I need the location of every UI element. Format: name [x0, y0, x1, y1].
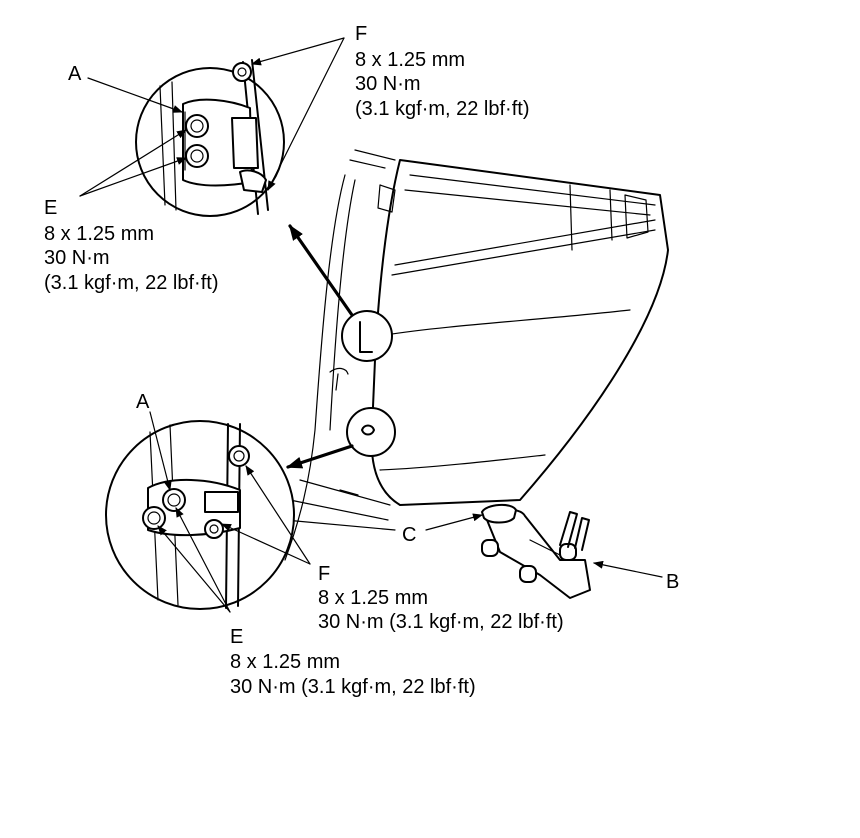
label-f-bottom-torque: 30 N·m (3.1 kgf·m, 22 lbf·ft): [318, 611, 564, 633]
lower-detail-arrow: [286, 444, 354, 469]
lower-hinge-detail: [105, 420, 295, 610]
label-f-top-size: 8 x 1.25 mm: [355, 49, 465, 71]
label-a-bottom: A: [136, 391, 150, 413]
label-f-bottom-size: 8 x 1.25 mm: [318, 587, 428, 609]
lower-hinge-locator: [346, 407, 396, 457]
label-b: B: [666, 571, 679, 593]
label-f-top-letter: F: [355, 23, 367, 45]
leader-lines: [79, 37, 663, 613]
floor-jack: [481, 504, 591, 599]
car-body: [284, 149, 396, 561]
upper-hinge-locator: [341, 310, 393, 362]
label-e-top-letter: E: [44, 197, 57, 219]
label-e-top-torque: 30 N·m: [44, 247, 110, 269]
label-e-top-torque-alt: (3.1 kgf·m, 22 lbf·ft): [44, 272, 219, 294]
label-f-top-torque-alt: (3.1 kgf·m, 22 lbf·ft): [355, 98, 530, 120]
label-e-top-size: 8 x 1.25 mm: [44, 223, 154, 245]
label-f-top-torque: 30 N·m: [355, 73, 421, 95]
label-f-top: F 8 x 1.25 mm 30 N·m (3.1 kgf·m, 22 lbf·…: [355, 23, 530, 120]
label-e-top: E 8 x 1.25 mm 30 N·m (3.1 kgf·m, 22 lbf·…: [44, 197, 219, 294]
label-e-bottom: E 8 x 1.25 mm 30 N·m (3.1 kgf·m, 22 lbf·…: [230, 626, 476, 698]
label-e-bottom-letter: E: [230, 626, 243, 648]
rear-door: [370, 159, 669, 506]
label-e-bottom-torque: 30 N·m (3.1 kgf·m, 22 lbf·ft): [230, 676, 476, 698]
upper-hinge-detail: [135, 59, 285, 217]
label-a-top: A: [68, 63, 82, 85]
label-e-bottom-size: 8 x 1.25 mm: [230, 651, 340, 673]
label-c: C: [402, 524, 416, 546]
upper-detail-arrow: [288, 224, 354, 317]
label-f-bottom: F 8 x 1.25 mm 30 N·m (3.1 kgf·m, 22 lbf·…: [318, 563, 564, 633]
label-f-bottom-letter: F: [318, 563, 330, 585]
